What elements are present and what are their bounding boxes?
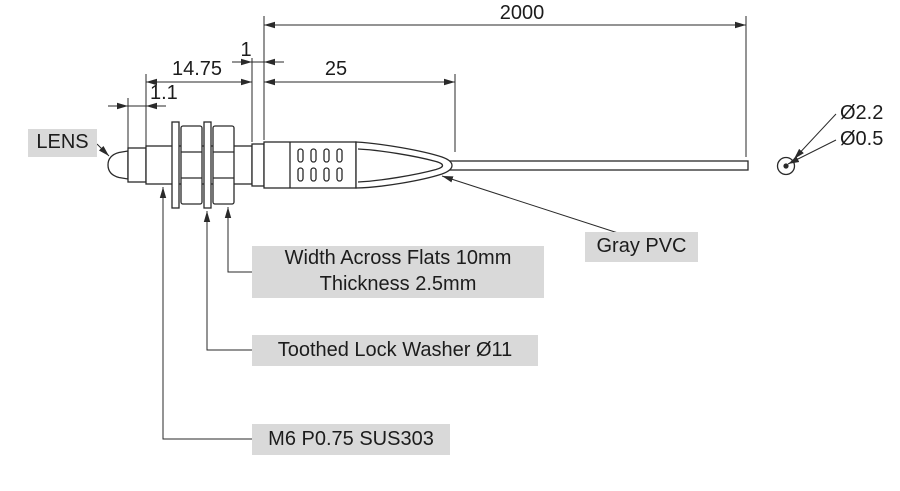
- fiber-core-dot: [783, 163, 789, 169]
- dim-sleeve-length-value: 25: [325, 58, 347, 80]
- lens-leader: [96, 143, 110, 157]
- flats-label: Width Across Flats 10mm Thickness 2.5mm: [252, 246, 544, 298]
- flats-label-line2: Thickness 2.5mm: [319, 273, 477, 295]
- strain-relief-sleeve: [263, 141, 357, 189]
- body-ring: [251, 143, 265, 187]
- lock-washer: [171, 121, 180, 209]
- dim-lens-step-value: 1.1: [150, 82, 178, 104]
- dim-core-diameter-value: Ø0.5: [840, 128, 883, 150]
- thread-leader: [159, 187, 252, 440]
- lens-label-text: LENS: [36, 131, 89, 154]
- extension-lines: [127, 16, 747, 157]
- flats-label-line1: Width Across Flats 10mm: [284, 247, 512, 270]
- dim-lens-step: 1.1: [108, 82, 178, 110]
- cable-boot: [355, 141, 453, 189]
- dim-thread-length-value: 14.75: [172, 58, 222, 80]
- lens-tip: [107, 150, 129, 180]
- thread-label-text: M6 P0.75 SUS303: [268, 427, 434, 450]
- gray-pvc-leader: [441, 175, 619, 234]
- washer-label: Toothed Lock Washer Ø11: [252, 335, 538, 366]
- hex-nut: [180, 125, 203, 205]
- washer-label-text: Toothed Lock Washer Ø11: [277, 338, 513, 361]
- washer-leader: [203, 211, 252, 351]
- sensor-body: [107, 121, 796, 209]
- lock-washer: [203, 121, 212, 209]
- dim-cable-length: 2000: [264, 2, 746, 29]
- dim-thread-length: 14.75: [146, 58, 252, 86]
- dim-step-value: 1: [240, 39, 251, 61]
- cable-cross-section: [776, 156, 796, 176]
- hex-nut: [212, 125, 235, 205]
- dim-cable-diameter-value: Ø2.2: [840, 102, 883, 124]
- label-leaders: [96, 143, 619, 440]
- flats-leader: [224, 207, 252, 273]
- cable-diameter-leader: [793, 113, 837, 160]
- lens-collar: [127, 147, 147, 183]
- dim-step: 1: [232, 39, 284, 66]
- core-diameter-leader: [787, 139, 837, 165]
- dim-cable-length-value: 2000: [500, 2, 545, 24]
- cable: [447, 160, 749, 171]
- diameter-dims: Ø2.2 Ø0.5: [787, 102, 883, 165]
- gray-pvc-label: Gray PVC: [585, 232, 698, 262]
- thread-label: M6 P0.75 SUS303: [252, 424, 450, 455]
- gray-pvc-label-text: Gray PVC: [596, 235, 687, 258]
- dim-sleeve-length: 25: [264, 58, 455, 86]
- lens-label: LENS: [28, 129, 97, 157]
